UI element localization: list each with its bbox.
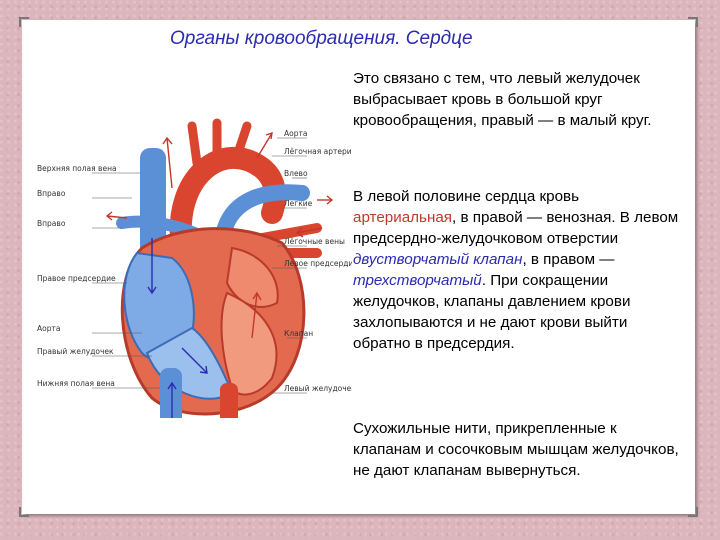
- term-bicuspid-valve: двустворчатый клапан: [353, 251, 523, 268]
- flow-arrow: [147, 286, 157, 295]
- slide: Органы кровообращения. Сердце: [19, 17, 698, 517]
- flow-arrow: [256, 132, 273, 159]
- paragraph-text: , в правой — венозная. В левом предсердн…: [353, 209, 679, 247]
- diagram-label: Правый желудочек: [37, 347, 114, 356]
- left-atrium: [225, 246, 279, 308]
- paragraph-valves: В левой половине сердца кровь артериальн…: [353, 186, 683, 354]
- flow-arrow: [252, 291, 262, 301]
- diagram-label: Верхняя полая вена: [37, 164, 117, 173]
- left-ventricle: [220, 291, 278, 396]
- flow-arrow: [181, 347, 208, 374]
- diagram-label: Легкие: [284, 199, 313, 208]
- corner-mark: [688, 17, 698, 27]
- paragraph-text: , в правом —: [522, 251, 615, 268]
- flow-arrow: [167, 381, 177, 390]
- paragraph-text: В левой половине сердца кровь: [353, 188, 580, 205]
- term-arterial: артериальная: [353, 209, 453, 226]
- inferior-vena-cava: [160, 368, 182, 418]
- diagram-label: Влево: [284, 169, 308, 178]
- descending-aorta: [220, 383, 238, 418]
- corner-mark: [688, 507, 698, 517]
- corner-mark: [19, 507, 29, 517]
- flow-arrow: [105, 211, 113, 221]
- pulmonary-vein: [257, 223, 322, 243]
- flow-arrow: [199, 365, 208, 374]
- diagram-label: Левый желудочек: [284, 384, 352, 393]
- diagram-label: Лёгочные вены: [284, 237, 345, 246]
- diagram-label: Вправо: [37, 189, 66, 198]
- superior-vena-cava: [140, 148, 166, 258]
- diagram-label: Правое предсердие: [37, 274, 116, 283]
- flow-arrow: [296, 227, 323, 234]
- diagram-label: Клапан: [284, 329, 313, 338]
- paragraph-chordae: Сухожильные нити, прикрепленные к клапан…: [353, 420, 679, 479]
- term-tricuspid-valve: трехстворчатый: [353, 272, 482, 289]
- slide-title: Органы кровообращения. Сердце: [170, 28, 473, 49]
- diagram-label: Лёгочная артерия: [284, 147, 352, 156]
- aorta-branch: [232, 121, 252, 161]
- flow-arrow: [265, 131, 273, 140]
- heart-diagram: Верхняя полая вена Вправо Вправо Правое …: [37, 118, 352, 418]
- flow-arrow: [166, 137, 173, 189]
- paragraph-text: . При сокращении желудочков, клапаны дав…: [353, 272, 631, 352]
- corner-mark: [19, 17, 29, 27]
- diagram-label: Аорта: [37, 324, 60, 333]
- flow-arrow: [106, 215, 128, 219]
- diagram-label: Вправо: [37, 219, 66, 228]
- diagram-label: Нижняя полая вена: [37, 379, 115, 388]
- flow-arrow: [251, 292, 258, 339]
- flow-arrow: [326, 195, 334, 205]
- diagram-label: Аорта: [284, 129, 307, 138]
- paragraph-ventricles: Это связано с тем, что левый желудочек в…: [353, 70, 652, 129]
- aorta-branch: [187, 121, 202, 168]
- diagram-label: Левое предсердие: [284, 259, 352, 268]
- flow-arrow: [162, 136, 173, 145]
- flow-arrow: [295, 227, 304, 238]
